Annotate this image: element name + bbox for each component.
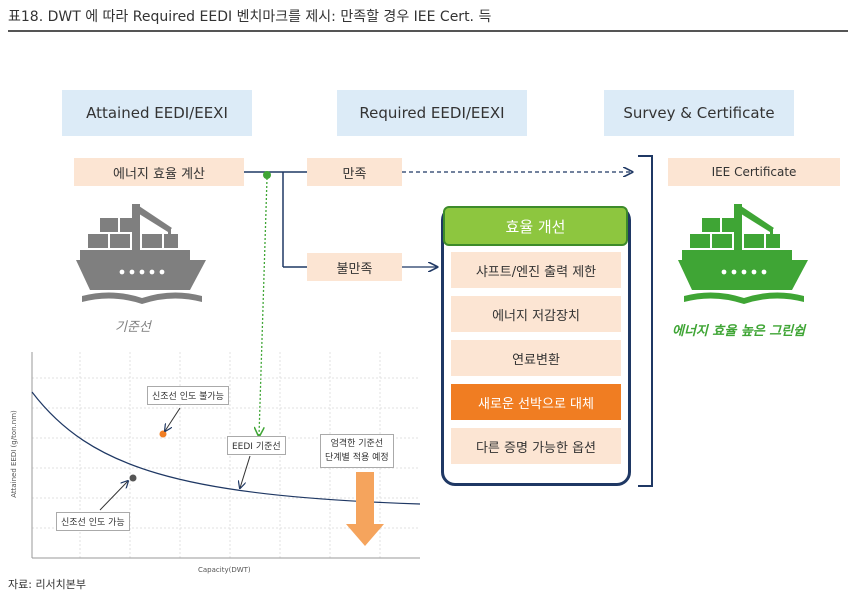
improvement-item: 연료변환 [451, 340, 621, 376]
not-satisfy-box: 불만족 [307, 253, 402, 281]
green-ship-caption: 에너지 효율 높은 그린쉽 [672, 324, 806, 339]
branch-dot [263, 171, 271, 179]
label-ok: 신조선 인도 가능 [56, 512, 130, 531]
label-strict-line2: 단계별 적용 예정 [325, 453, 389, 463]
right-bracket [638, 155, 653, 487]
satisfy-box: 만족 [307, 158, 402, 186]
chart-y-axis-title: Attained EEDI (g/ton.nm) [9, 410, 18, 498]
improvement-item: 다른 증명 가능한 옵션 [451, 428, 621, 464]
fail-pointer [165, 407, 181, 431]
improvement-item: 에너지 저감장치 [451, 296, 621, 332]
baseline-pointer [240, 455, 251, 488]
header-survey: Survey & Certificate [604, 90, 794, 136]
improvement-title: 효율 개선 [443, 206, 628, 246]
label-strict: 엄격한 기준선 단계별 적용 예정 [320, 434, 394, 468]
chart-x-axis-title: Capacity(DWT) [198, 566, 251, 574]
certificate-box: IEE Certificate [668, 158, 840, 186]
cargo-ship-green-icon [678, 204, 808, 304]
energy-calc-box: 에너지 효율 계산 [74, 158, 244, 186]
header-required: Required EEDI/EEXI [337, 90, 527, 136]
ok-point [129, 474, 137, 482]
improvement-item: 새로운 선박으로 대체 [451, 384, 621, 420]
header-attained: Attained EEDI/EEXI [62, 90, 252, 136]
label-baseline: EEDI 기준선 [227, 436, 286, 455]
fail-point [159, 430, 167, 438]
improvement-item: 샤프트/엔진 출력 제한 [451, 252, 621, 288]
source-note: 자료: 리서치본부 [8, 578, 87, 591]
eedi-baseline-curve [31, 391, 421, 505]
base-ship-caption: 기준선 [115, 320, 151, 335]
cargo-ship-gray-icon [76, 204, 206, 304]
figure-title: 표18. DWT 에 따라 Required EEDI 벤치마크를 제시: 만족… [8, 6, 848, 32]
strict-arrow [346, 472, 384, 546]
ok-pointer [99, 481, 128, 511]
label-strict-line1: 엄격한 기준선 [330, 439, 384, 449]
label-fail: 신조선 인도 불가능 [147, 386, 229, 405]
